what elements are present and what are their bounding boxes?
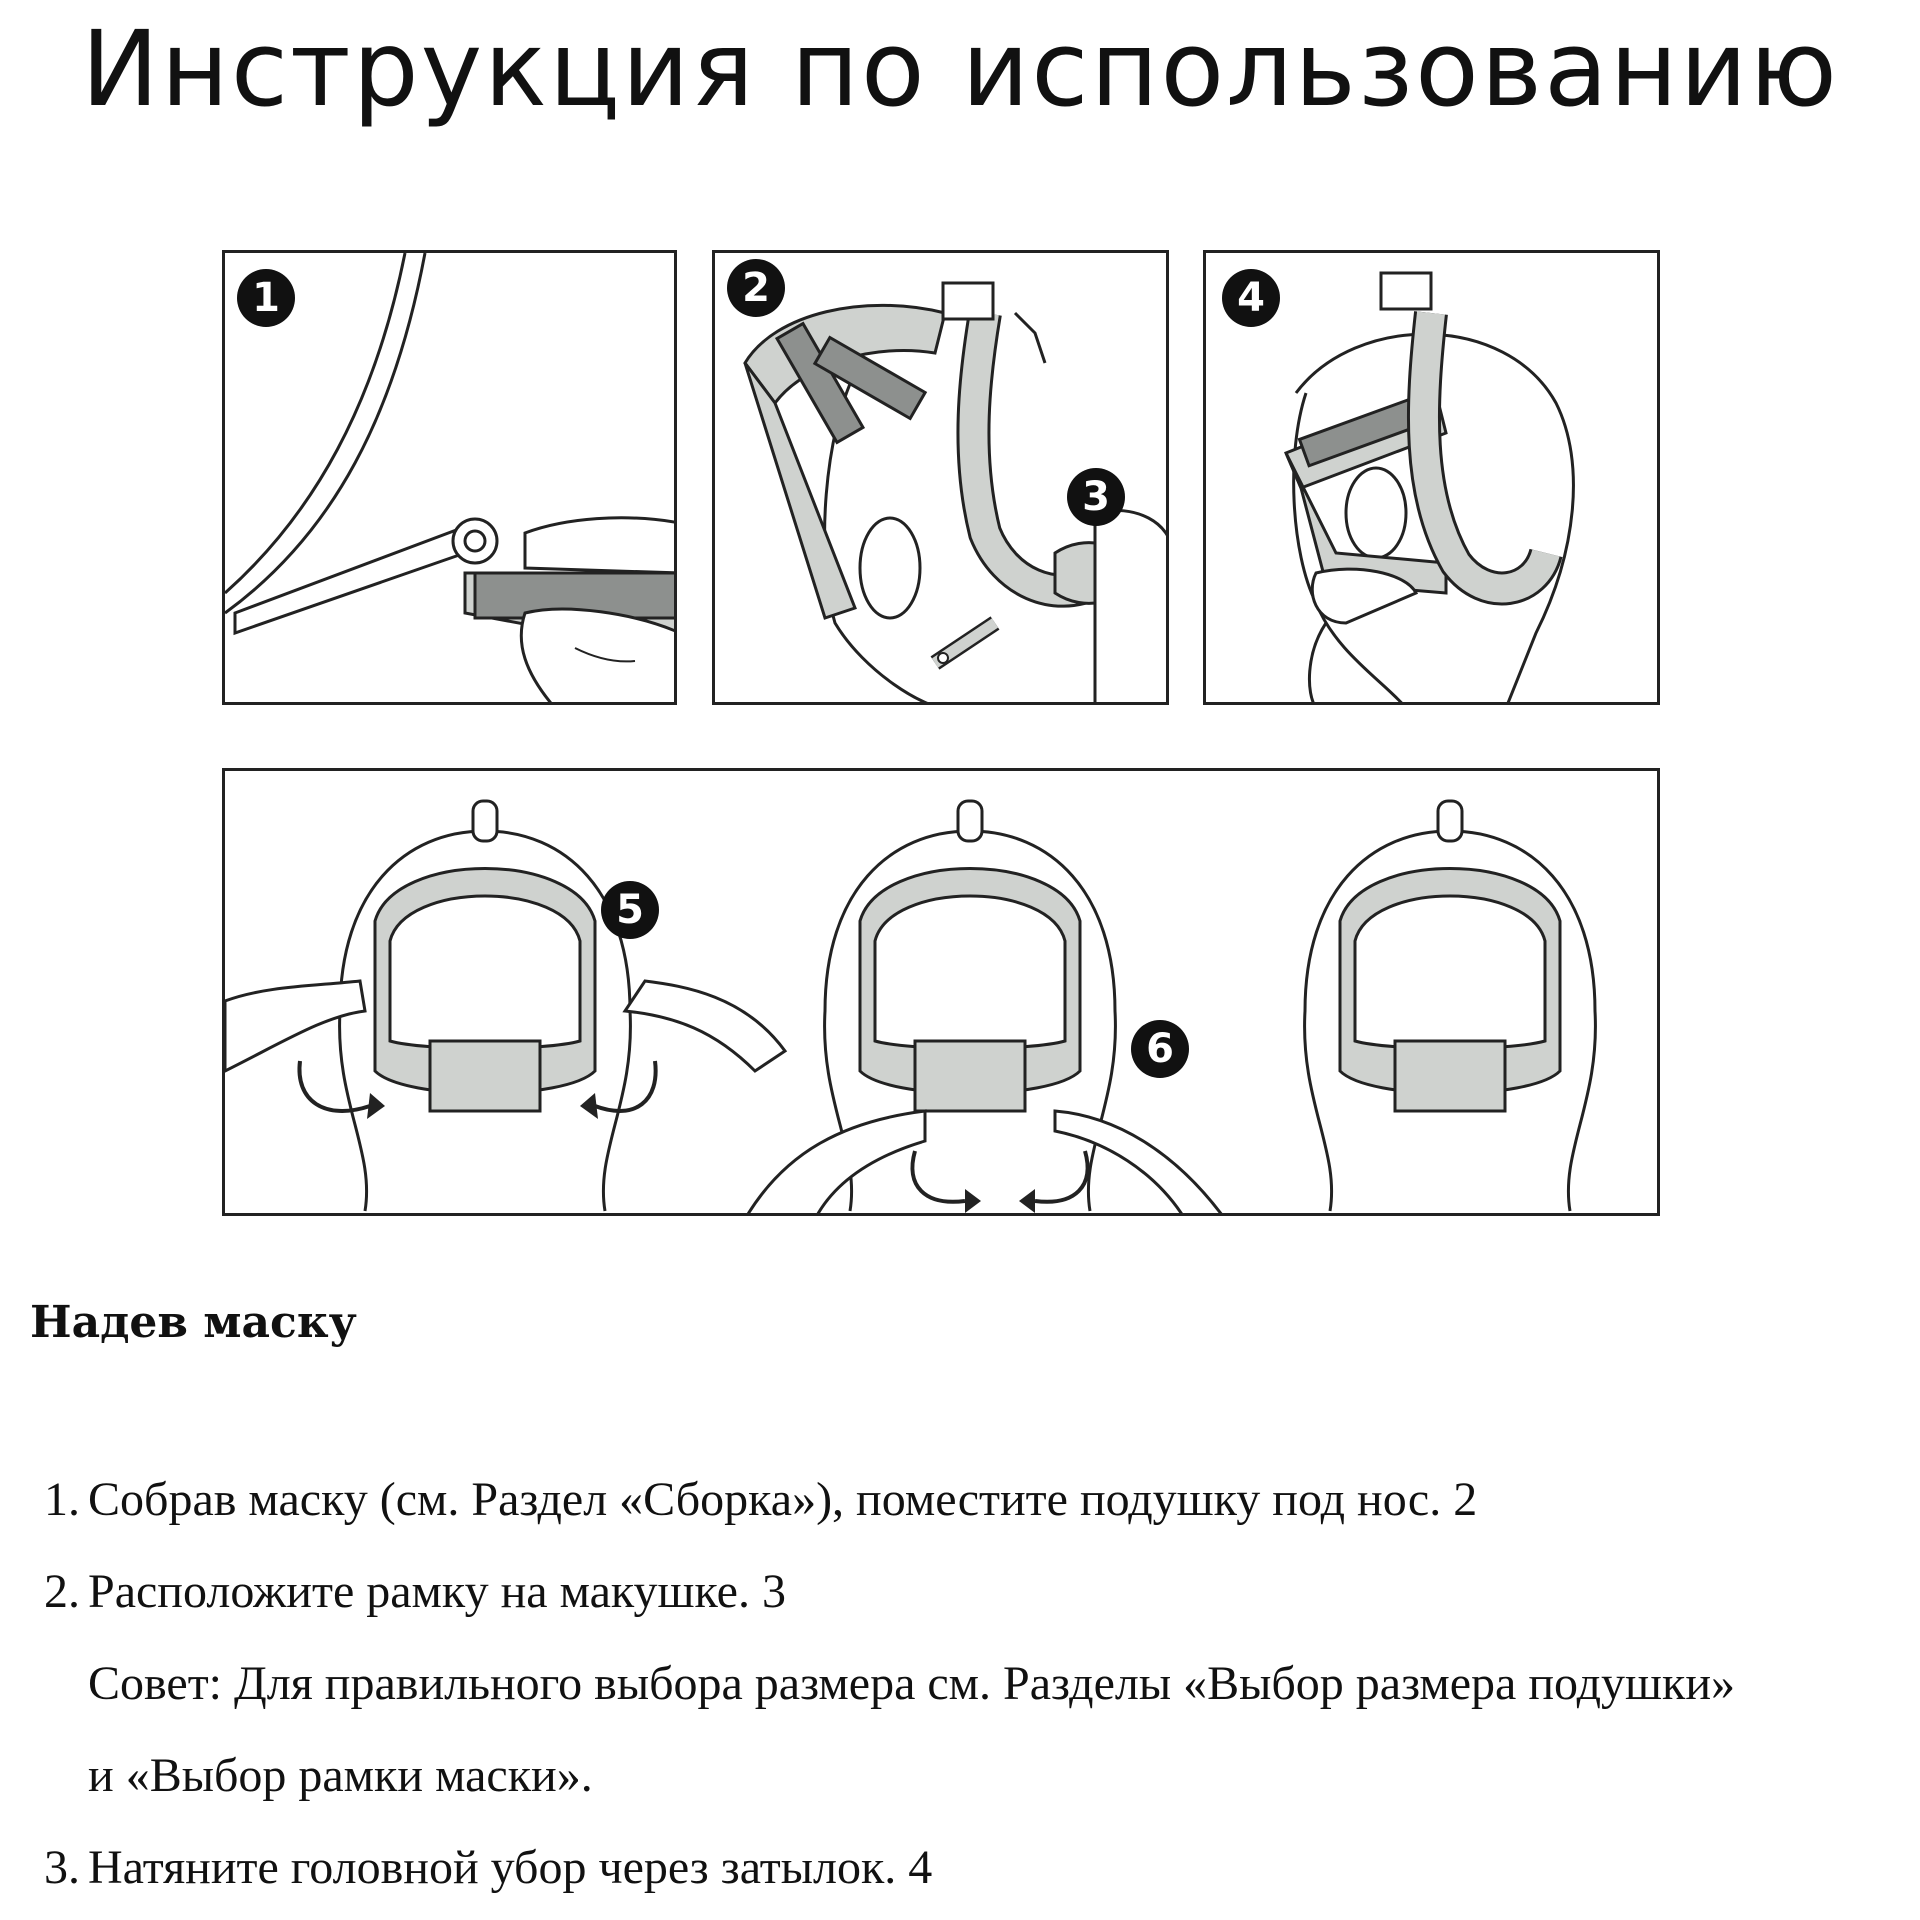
- section-heading: Надев маску: [30, 1297, 357, 1348]
- headgear-pull-illustration: [1206, 253, 1660, 705]
- instruction-line-1: 1.Собрав маску (см. Раздел «Сборка»), по…: [30, 1470, 1477, 1530]
- page-title: Инструкция по использованию: [0, 4, 1920, 134]
- step-badge-6: 6: [1131, 1020, 1189, 1078]
- step-badge-4: 4: [1222, 269, 1280, 327]
- frame-connection-illustration: [225, 253, 677, 705]
- instruction-line-4: и «Выбор рамки маски».: [30, 1746, 593, 1806]
- step-text: и «Выбор рамки маски».: [88, 1749, 593, 1802]
- headgear-adjust-illustration: [225, 771, 1660, 1216]
- instruction-line-5: 3.Натяните головной убор через затылок. …: [30, 1838, 932, 1898]
- step-badge-2: 2: [727, 259, 785, 317]
- illustration-panel-4: 4: [1203, 250, 1660, 705]
- illustration-panel-2-3: 2 3: [712, 250, 1169, 705]
- step-badge-3: 3: [1067, 468, 1125, 526]
- step-text: Расположите рамку на макушке. 3: [88, 1565, 786, 1618]
- step-text: Собрав маску (см. Раздел «Сборка»), поме…: [88, 1473, 1477, 1526]
- step-number: 2.: [30, 1562, 80, 1622]
- step-badge-5: 5: [601, 881, 659, 939]
- step-badge-1: 1: [237, 269, 295, 327]
- illustration-panel-5-6: 5 6: [222, 768, 1660, 1216]
- step-text: Совет: Для правильного выбора размера см…: [88, 1657, 1735, 1710]
- illustration-panel-1: 1: [222, 250, 677, 705]
- step-text: Натяните головной убор через затылок. 4: [88, 1841, 932, 1894]
- step-number: 3.: [30, 1838, 80, 1898]
- instruction-line-3: Совет: Для правильного выбора размера см…: [30, 1654, 1735, 1714]
- step-number: 1.: [30, 1470, 80, 1530]
- instruction-line-2: 2.Расположите рамку на макушке. 3: [30, 1562, 786, 1622]
